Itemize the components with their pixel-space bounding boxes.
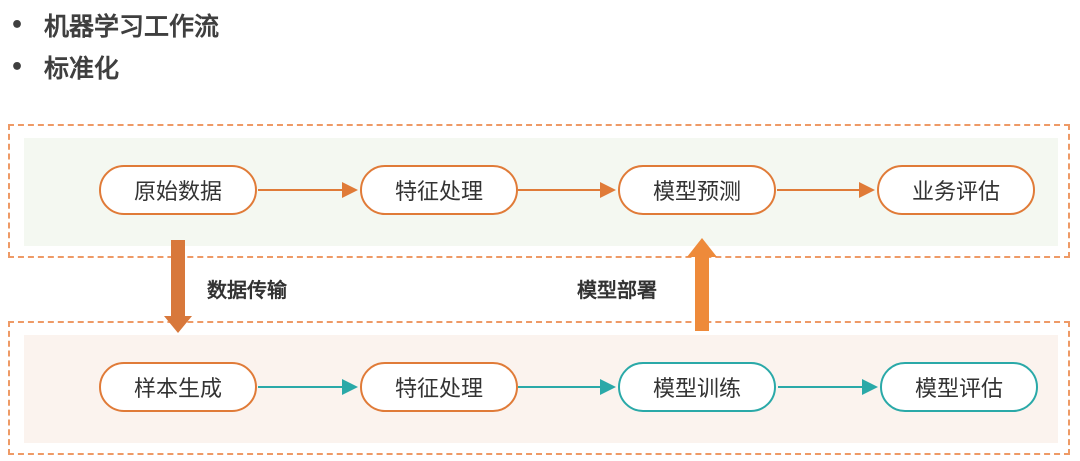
bullet-list: • 机器学习工作流 • 标准化	[10, 4, 219, 88]
data-transfer-label: 数据传输	[207, 278, 287, 302]
model-deploy-label: 模型部署	[577, 278, 657, 302]
node-raw-data: 原始数据	[99, 165, 257, 215]
node-sample-generation: 样本生成	[99, 362, 257, 412]
bullet-marker: •	[10, 54, 25, 80]
node-model-training: 模型训练	[618, 362, 776, 412]
node-model-evaluation: 模型评估	[880, 362, 1038, 412]
node-feature-processing: 特征处理	[360, 165, 518, 215]
bullet-marker: •	[10, 12, 25, 38]
node-model-prediction: 模型预测	[618, 165, 776, 215]
bullet-text: 机器学习工作流	[44, 12, 220, 41]
node-business-evaluation: 业务评估	[877, 165, 1035, 215]
data-transfer-arrow	[164, 240, 192, 333]
node-feature-processing: 特征处理	[360, 362, 518, 412]
model-deploy-arrow	[687, 238, 717, 331]
bullet-text: 标准化	[44, 54, 120, 83]
bullet-item: • 机器学习工作流	[10, 4, 219, 46]
bullet-item: • 标准化	[10, 46, 219, 88]
